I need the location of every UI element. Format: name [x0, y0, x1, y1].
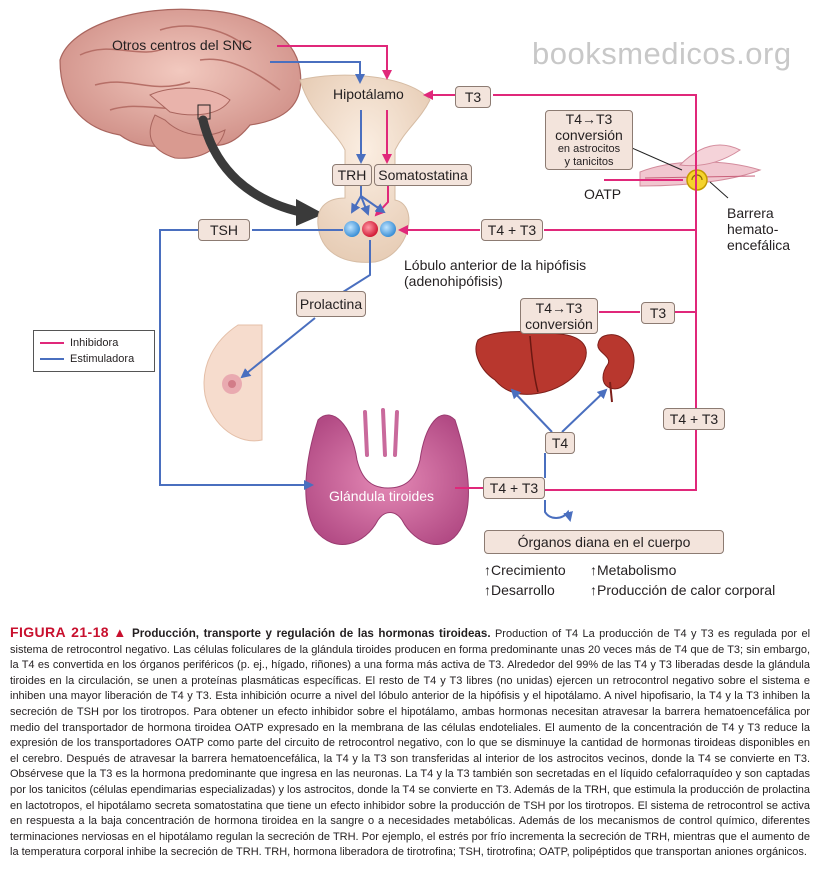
figure-triangle-icon: ▲ — [113, 625, 128, 640]
conversion-astrocytes-line3: en astrocitos — [557, 143, 621, 155]
somatostatin-box: Somatostatina — [374, 164, 472, 186]
t3-right-box: T3 — [641, 302, 675, 324]
conversion-astrocytes-box: T4→T3 conversión en astrocitos y tanicit… — [545, 110, 633, 170]
tsh-text: TSH — [210, 222, 238, 238]
legend-stimulatory: Estimuladora — [40, 353, 134, 365]
figure-title: Producción, transporte y regulación de l… — [132, 627, 491, 640]
legend-stimulatory-swatch — [40, 358, 64, 360]
effect-metabolism: ↑Metabolismo — [590, 562, 677, 578]
legend-inhibitory-swatch — [40, 342, 64, 344]
t4t3-pituitary-text: T4 + T3 — [487, 222, 537, 238]
t4t3-thyroid-text: T4 + T3 — [489, 480, 539, 496]
diagram-artwork — [59, 8, 762, 545]
effects-left: ↑Crecimiento ↑Desarrollo — [484, 560, 566, 600]
t3-right-text: T3 — [649, 305, 667, 321]
zoom-arrow — [198, 115, 305, 217]
prolactin-box: Prolactina — [296, 291, 366, 317]
figure-body: Production of T4 La producción de T4 y T… — [10, 628, 811, 859]
thyrotrope-cell-left — [344, 221, 360, 237]
t4t3-right-box: T4 + T3 — [663, 408, 725, 430]
t3-top-text: T3 — [464, 89, 482, 105]
liver-illustration — [475, 331, 587, 395]
breast-illustration — [203, 324, 263, 442]
t4-organs-text: T4 — [551, 435, 569, 451]
conversion-astrocytes-line2: conversión — [555, 127, 623, 143]
pituitary-label-line1: Lóbulo anterior de la hipófisis — [404, 257, 587, 273]
t4t3-thyroid-box: T4 + T3 — [483, 477, 545, 499]
trh-text: TRH — [337, 167, 367, 183]
effects-right: ↑Metabolismo ↑Producción de calor corpor… — [590, 560, 775, 600]
bbb-label-line3: encefálica — [727, 237, 791, 253]
thyroid-label: Glándula tiroides — [329, 488, 435, 504]
bbb-label-line1: Barrera — [727, 205, 774, 221]
kidney-illustration — [597, 334, 635, 403]
figure-number: FIGURA 21-18 — [10, 624, 109, 640]
thyrotrope-cell-right — [380, 221, 396, 237]
t4t3-pituitary-box: T4 + T3 — [481, 219, 543, 241]
thyroid-regulation-diagram: booksmedicos.org Otros centros del SNC H… — [33, 8, 792, 600]
thyroid-illustration — [305, 408, 469, 545]
target-organs-box: Órganos diana en el cuerpo — [484, 530, 724, 554]
trh-box: TRH — [332, 164, 372, 186]
hypothalamus-label: Hipotálamo — [333, 86, 404, 102]
effect-growth: ↑Crecimiento — [484, 562, 566, 578]
watermark: booksmedicos.org — [532, 36, 792, 71]
effect-heat: ↑Producción de calor corporal — [590, 582, 776, 598]
legend: Inhibidora Estimuladora — [33, 330, 155, 372]
brain-illustration — [59, 8, 302, 159]
legend-inhibitory: Inhibidora — [40, 337, 118, 349]
lactotrope-cell — [362, 221, 378, 237]
t4t3-right-text: T4 + T3 — [669, 411, 719, 427]
prolactin-text: Prolactina — [299, 296, 363, 312]
oatp-label: OATP — [584, 186, 622, 202]
somatostatin-text: Somatostatina — [378, 167, 468, 183]
t4-organs-box: T4 — [545, 432, 575, 454]
conversion-astrocytes-line4: y tanicitos — [564, 156, 614, 168]
t3-top-box: T3 — [455, 86, 491, 108]
conversion-organs-line1: T4→T3 — [535, 300, 583, 316]
target-organs-text: Órganos diana en el cuerpo — [517, 534, 691, 550]
effect-development: ↑Desarrollo — [484, 582, 555, 598]
pituitary-label-line2: (adenohipófisis) — [404, 273, 503, 289]
conversion-astrocytes-line1: T4→T3 — [565, 111, 613, 127]
tsh-box: TSH — [198, 219, 250, 241]
legend-stimulatory-label: Estimuladora — [70, 353, 135, 365]
conversion-organs-line2: conversión — [525, 316, 593, 332]
cns-label: Otros centros del SNC — [112, 37, 253, 53]
bbb-label-line2: hemato- — [727, 221, 779, 237]
conversion-organs-box: T4→T3 conversión — [520, 298, 598, 334]
legend-inhibitory-label: Inhibidora — [70, 337, 119, 349]
figure-caption: FIGURA 21-18 ▲ Producción, transporte y … — [10, 624, 811, 861]
